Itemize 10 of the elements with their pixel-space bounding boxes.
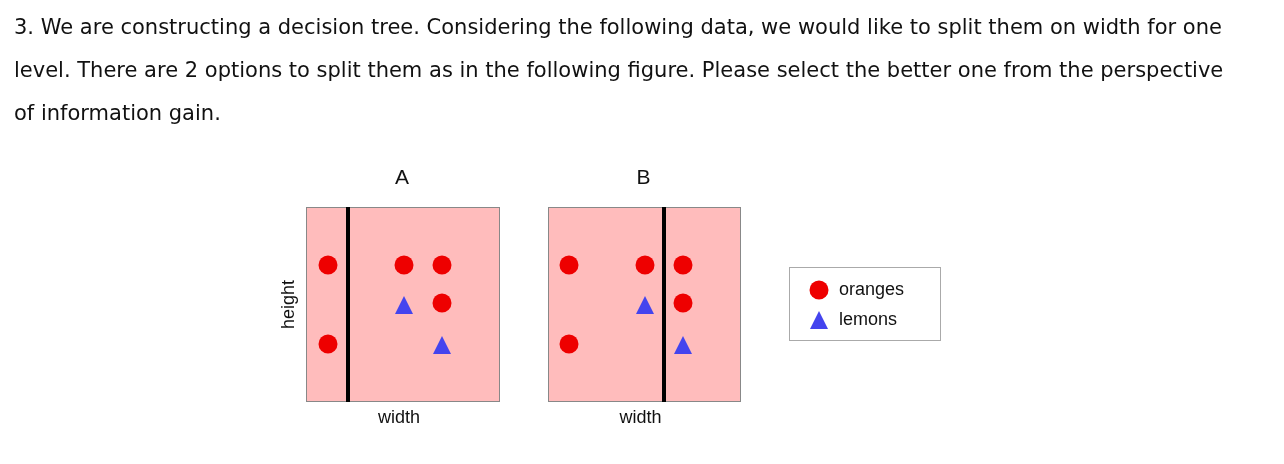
plot-panel [306,207,500,402]
axis-label: width [378,407,421,428]
axis-label: width [619,407,662,428]
legend-label: oranges [839,279,905,300]
axis-label: height [278,279,299,329]
panel-heading: B [636,165,651,189]
plot-panel [548,207,741,402]
panel-heading: A [395,165,409,189]
legend-label: lemons [839,309,898,330]
question-text: 3. We are constructing a decision tree. Considering the following data, we would like to split them on width for one level. There are 2 options to split them as in the following figure. Please select the better one from the perspective of information gain. [14,14,1224,127]
